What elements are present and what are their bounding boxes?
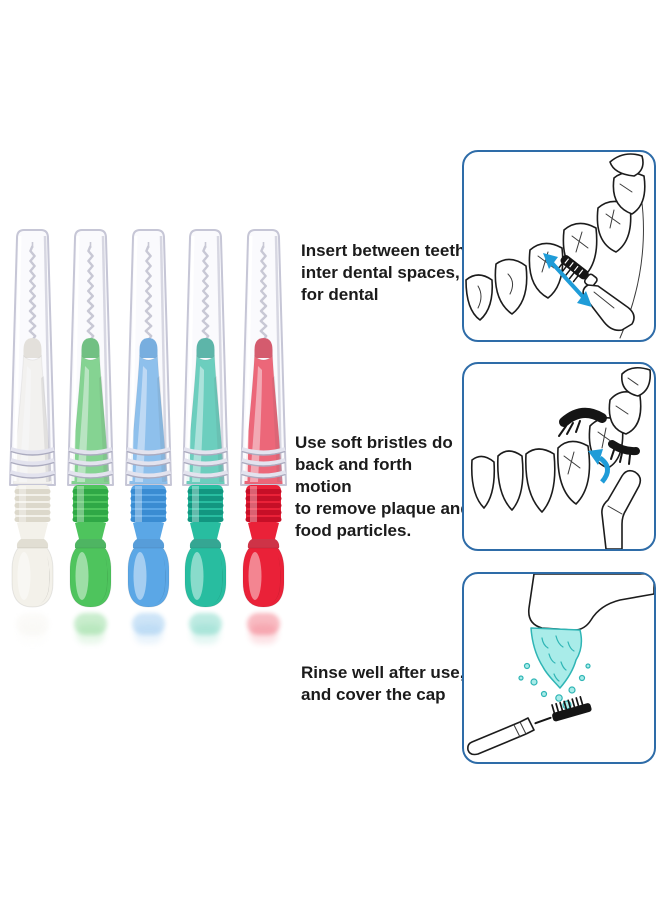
handle-neck <box>16 523 49 548</box>
ribbed-grip <box>72 485 109 523</box>
instruction-text-2: Use soft bristles do back and forth moti… <box>295 410 471 564</box>
rotation-arrow-icon <box>588 449 610 484</box>
back-and-forth-arrow-icon <box>543 253 592 307</box>
instruction-panel-rinse <box>462 572 656 764</box>
handle-bulb <box>69 547 112 608</box>
cap-rings <box>125 447 171 479</box>
cap-rings <box>240 447 287 479</box>
handle-neck <box>190 523 222 548</box>
wire-bristles <box>201 242 210 341</box>
handle-neck <box>247 523 280 548</box>
instruction-3-lines: Rinse well after use, and cover the cap <box>301 663 465 704</box>
instruction-2-lines: Use soft bristles do back and forth moti… <box>295 433 471 540</box>
ribbed-grip <box>130 485 166 523</box>
interdental-brush-icon <box>557 255 635 332</box>
clear-cap <box>9 229 56 486</box>
clear-cap <box>240 229 287 486</box>
illustration-rinse-faucet <box>467 574 654 756</box>
faucet-icon <box>527 574 654 631</box>
reflection <box>131 613 165 644</box>
interdental-brush-blue <box>120 226 177 650</box>
instruction-panel-insert <box>462 150 656 342</box>
wire-bristles <box>144 242 152 341</box>
instruction-panel-motion <box>462 362 656 551</box>
interdental-brush-graphic <box>124 229 172 644</box>
interdental-brush-graphic <box>66 229 114 644</box>
instruction-1-lines: Insert between teeth inter dental spaces… <box>301 241 466 304</box>
interdental-brush-green <box>62 226 119 650</box>
cap-rings <box>183 447 229 479</box>
ribbed-grip <box>187 485 224 523</box>
wire-bristles <box>259 242 268 341</box>
water-stream-icon <box>518 627 591 710</box>
cap-rings <box>67 447 113 479</box>
tooth-cusp-lines <box>563 377 639 475</box>
wire-bristles <box>86 242 95 341</box>
reflection <box>189 613 223 644</box>
interdental-brush-graphic <box>240 229 287 644</box>
clear-cap <box>66 229 114 486</box>
reflection <box>247 613 280 644</box>
brush-handle <box>582 284 635 332</box>
ribbed-grip <box>245 485 282 523</box>
handle-bulb <box>242 547 285 608</box>
interdental-brush-graphic <box>182 229 230 644</box>
wire-bristles <box>28 242 37 341</box>
instruction-text-1: Insert between teeth inter dental spaces… <box>301 218 469 328</box>
brush-row <box>4 226 292 650</box>
reflection <box>73 613 107 644</box>
ribbed-grip <box>14 485 51 523</box>
brush-handle <box>601 469 642 549</box>
illustration-insert-between-teeth <box>465 153 646 339</box>
teeth-row <box>465 153 646 321</box>
illustration-cleaning-motion <box>470 366 652 549</box>
reflection <box>16 613 49 644</box>
handle-neck <box>74 523 106 548</box>
interdental-brush-teal <box>177 226 234 650</box>
handle-bulb <box>184 547 227 608</box>
clear-cap <box>124 229 172 486</box>
handle-bulb <box>127 547 169 608</box>
interdental-brush-icon <box>467 695 592 756</box>
interdental-brush-white <box>4 226 61 650</box>
interdental-brush-graphic <box>9 229 56 644</box>
tooth-cusp-lines <box>477 183 633 309</box>
clear-cap <box>182 229 230 486</box>
interdental-brush-red <box>235 226 292 650</box>
handle-neck <box>132 523 164 548</box>
handle-bulb <box>11 547 54 608</box>
cap-rings <box>9 447 56 479</box>
brush-handle <box>467 717 535 756</box>
instruction-text-3: Rinse well after use, and cover the cap <box>301 640 477 728</box>
interdental-brush-bristles-icon <box>558 407 640 465</box>
